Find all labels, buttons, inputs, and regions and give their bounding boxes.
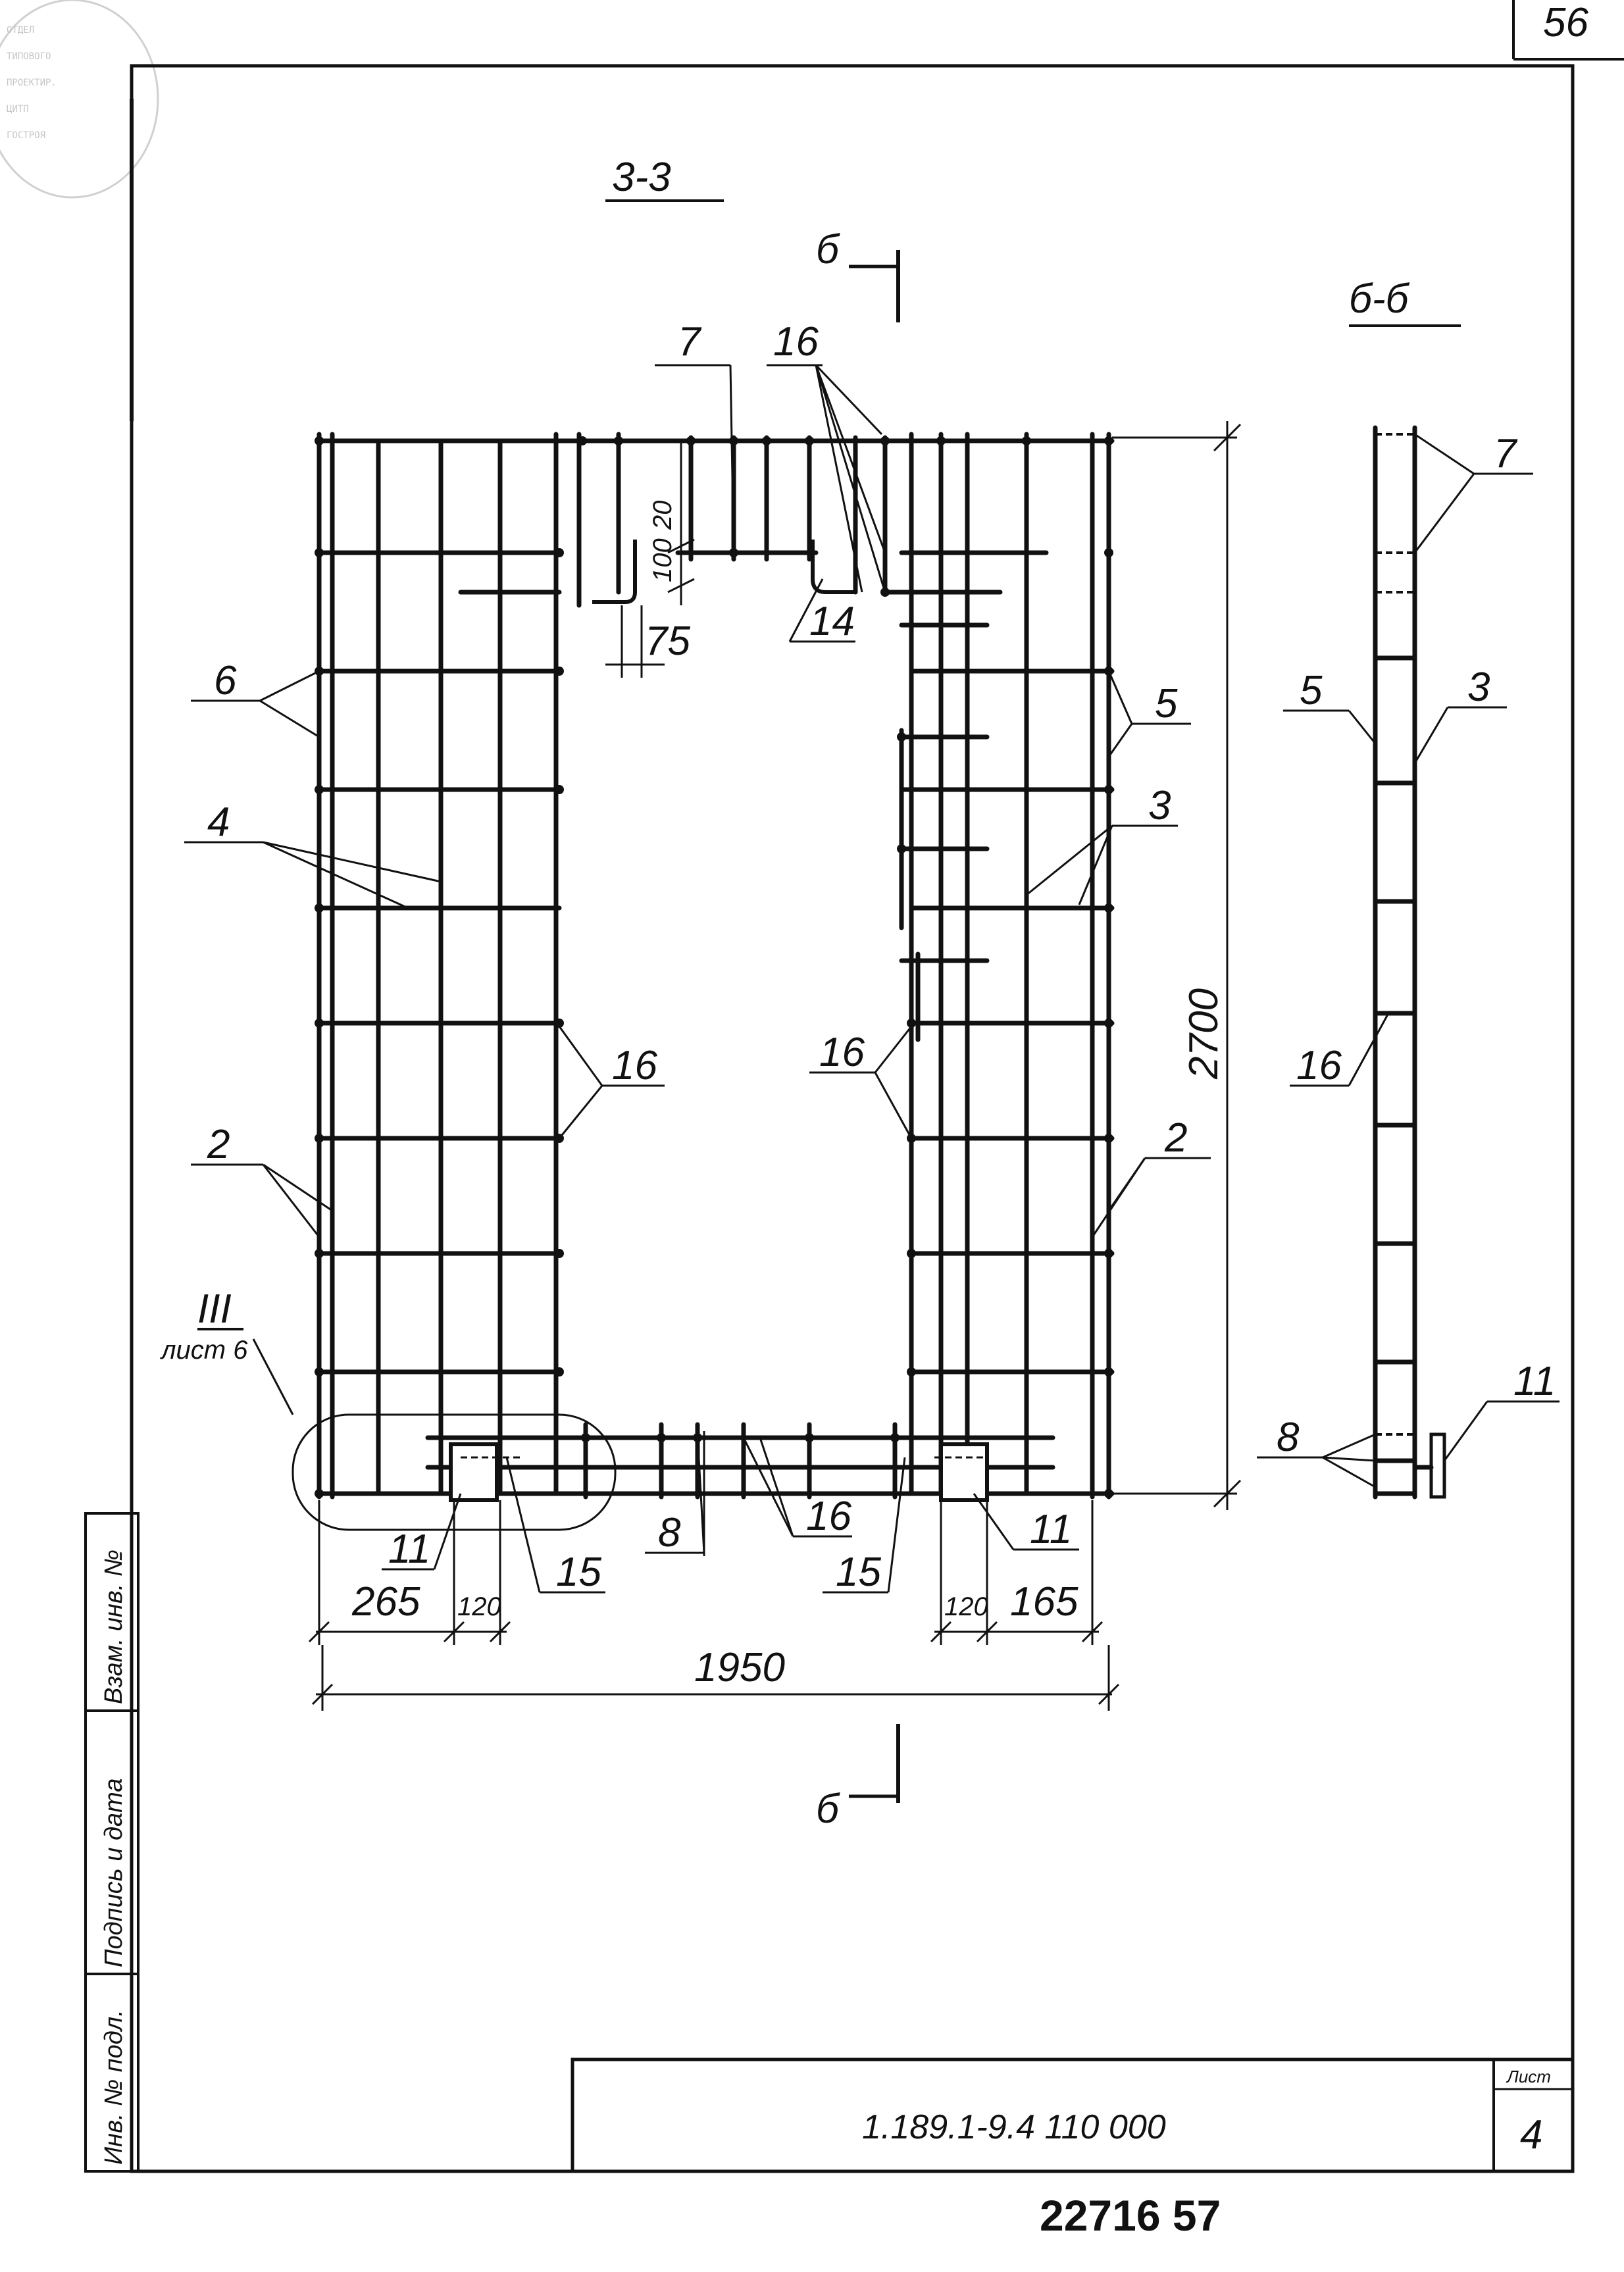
leader-lines [184,364,1211,1594]
callout-8: 8 [658,1510,681,1555]
dim-20: 20 [648,501,677,531]
replace-inv-label: Взам. инв. № [100,1550,128,1704]
sheet-label: Лист [1506,2067,1551,2086]
dimension-labels: 20 100 75 2700 265 120 120 165 1950 [351,501,1227,1691]
callout-3: 3 [1148,783,1171,828]
callout-16-left: 16 [612,1043,657,1088]
svg-text:ГОСТРОЯ: ГОСТРОЯ [7,130,45,141]
detail-sheet: лист 6 [160,1336,248,1365]
svg-text:ТИПОВОГО: ТИПОВОГО [7,51,51,62]
callout-15-left: 15 [556,1550,601,1595]
page-number: 56 [1543,0,1588,45]
sheet-number: 4 [1520,2112,1542,2158]
sign-date-label: Подпись и дата [100,1779,128,1967]
archive-number: 22716 57 [1040,2191,1221,2240]
side-section: 7 5 3 16 8 11 [1257,425,1560,1500]
dimension-lines [308,421,1242,1711]
side-callout-5: 5 [1300,668,1323,713]
callout-5: 5 [1155,681,1178,726]
dim-75: 75 [645,618,690,664]
svg-text:б: б [816,227,840,272]
dim-100: 100 [648,538,677,582]
callout-15-right: 15 [836,1550,881,1595]
side-stamp-panel: Взам. инв. № Подпись и дата Инв. № подл. [84,1512,140,2173]
sheet-frame [130,64,1575,2173]
callout-7: 7 [678,319,702,365]
rebar-cage [292,432,1115,1531]
dim-120-left: 120 [457,1592,501,1621]
title-block: Лист 4 1.189.1-9.4 110 000 [571,2057,1575,2173]
callout-11-right: 11 [1030,1507,1072,1552]
cut-marker-top: б [816,227,900,322]
side-callout-8: 8 [1277,1415,1300,1460]
svg-text:ОТДЕЛ: ОТДЕЛ [7,25,34,36]
callout-16-right: 16 [819,1030,865,1075]
dim-120-right: 120 [944,1592,988,1621]
side-callout-7: 7 [1494,431,1518,476]
callout-14: 14 [809,599,855,644]
callout-16-top: 16 [773,319,819,365]
callout-6: 6 [214,658,237,703]
callout-labels: 7 16 14 6 5 4 3 16 16 2 2 III лист 6 11 … [160,319,1187,1595]
drawing-code: 1.189.1-9.4 110 000 [862,2108,1166,2146]
side-callout-3: 3 [1467,665,1490,710]
cut-marker-bottom: б [816,1724,900,1832]
section-title-side: б-б [1349,276,1410,322]
callout-4: 4 [207,799,230,845]
callout-16-bottom: 16 [806,1494,851,1539]
dim-2700: 2700 [1181,988,1227,1080]
dim-165: 165 [1010,1579,1078,1625]
svg-text:б: б [816,1786,840,1832]
dim-265: 265 [351,1579,420,1625]
inv-no-label: Инв. № подл. [100,2009,128,2165]
side-callout-11: 11 [1513,1359,1556,1404]
callout-11-left: 11 [388,1527,430,1572]
callout-2-right: 2 [1164,1115,1187,1161]
section-title-main: 3-3 [612,155,671,200]
callout-2-left: 2 [207,1122,230,1167]
svg-text:ЦИТП: ЦИТП [7,104,29,114]
side-callout-16: 16 [1296,1043,1342,1088]
svg-text:ПРОЕКТИР.: ПРОЕКТИР. [7,78,57,88]
detail-number: III [197,1286,232,1332]
dim-1950: 1950 [694,1645,785,1690]
archive-stamp: ОТДЕЛ ТИПОВОГО ПРОЕКТИР. ЦИТП ГОСТРОЯ [0,0,159,199]
